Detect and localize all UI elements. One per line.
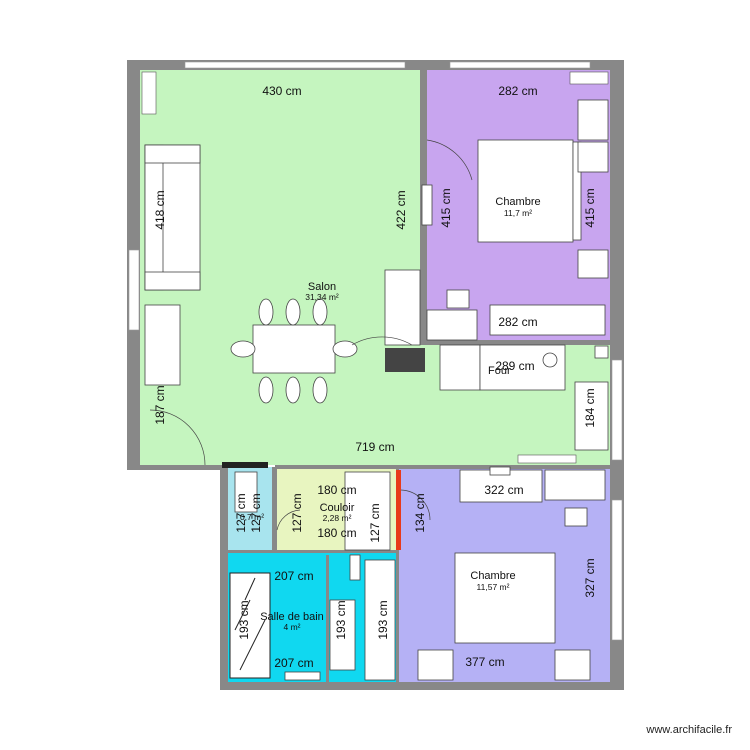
- armoire-salon: [144, 304, 181, 386]
- sofa: [144, 144, 201, 291]
- four-label: Four: [488, 365, 511, 377]
- chair-chambre1: [446, 289, 470, 309]
- shelf-chambre2: [544, 469, 606, 501]
- sdb-bath-top: [349, 554, 361, 581]
- dim-couloir-right: 127 cm: [368, 503, 382, 542]
- dim-salon-left: 418 cm: [153, 190, 167, 229]
- chambre1-area: 11,7 m²: [504, 208, 532, 218]
- dim-couloir-left: 127 cm: [290, 493, 304, 532]
- dim-couloir-top: 180 cm: [317, 483, 356, 497]
- dim-sdb-left: 193 cm: [237, 600, 251, 639]
- tv-stand-ch1: [421, 184, 433, 226]
- chambre2-area: 11,57 m²: [477, 582, 510, 592]
- meuble-tv: [384, 269, 421, 346]
- sdb-armoire: [364, 559, 396, 681]
- tv-chambre2: [489, 466, 511, 476]
- couloir-cabinet: [344, 471, 391, 551]
- dining-table: [230, 298, 358, 404]
- dim-salon-right: 422 cm: [394, 190, 408, 229]
- dim-ch2-right: 327 cm: [583, 558, 597, 597]
- sdb-sink: [329, 599, 356, 671]
- desk-chambre1: [577, 99, 609, 141]
- dimensions: 430 cm 418 cm 422 cm 187 cm 719 cm 282 c…: [153, 84, 597, 670]
- footer-brand[interactable]: www.archifacile.fr: [646, 724, 732, 736]
- dim-couloir-bottom: 180 cm: [317, 526, 356, 540]
- chair-chambre2: [564, 507, 588, 527]
- dim-ch1-top: 282 cm: [498, 84, 537, 98]
- bed-chambre1: [477, 139, 609, 279]
- doors: [149, 139, 473, 531]
- dim-ch1-right: 415 cm: [583, 188, 597, 227]
- dim-ch1-bottom: 282 cm: [498, 315, 537, 329]
- shower: [229, 572, 271, 679]
- chambre2-label: Chambre: [470, 570, 515, 582]
- dim-ch2-top: 322 cm: [484, 483, 523, 497]
- dim-couloir-side: 134 cm: [413, 493, 427, 532]
- dim-salon-width: 719 cm: [355, 440, 394, 454]
- wc-area: 0,7 m²: [240, 512, 264, 522]
- couloir-label: Couloir: [320, 502, 355, 514]
- dim-ch1-left: 415 cm: [439, 188, 453, 227]
- dim-kitchen: 289 cm: [495, 359, 534, 373]
- dim-sdb-mid: 193 cm: [334, 600, 348, 639]
- radiators: [141, 71, 609, 464]
- sdb-area: 4 m²: [284, 622, 301, 632]
- salon-label: Salon: [308, 281, 336, 293]
- dim-kitchen-side: 184 cm: [583, 388, 597, 427]
- dim-salon-bottom-left: 187 cm: [153, 385, 167, 424]
- dim-wc-a: 127 cm: [234, 493, 248, 532]
- salon-area: 31,34 m²: [305, 292, 339, 302]
- dim-sdb-right: 193 cm: [376, 600, 390, 639]
- couloir-area: 2,28 m²: [323, 513, 352, 523]
- chambre1-label: Chambre: [495, 196, 540, 208]
- wc-bowl: [234, 471, 258, 513]
- sdb-label: Salle de bain: [260, 611, 324, 623]
- bed-chambre2: [417, 552, 591, 681]
- sdb-mat: [284, 671, 321, 681]
- dim-salon-top: 430 cm: [262, 84, 301, 98]
- armoire-chambre1: [489, 304, 606, 336]
- dim-wc-b: 127 cm: [249, 493, 263, 532]
- dim-sdb-top: 207 cm: [274, 569, 313, 583]
- salon-tv: [385, 348, 425, 372]
- dim-sdb-bottom: 207 cm: [274, 656, 313, 670]
- sink-chambre1: [426, 309, 478, 341]
- windows: [128, 61, 623, 641]
- dim-ch2-bottom: 377 cm: [465, 655, 504, 669]
- kitchen: [439, 344, 609, 451]
